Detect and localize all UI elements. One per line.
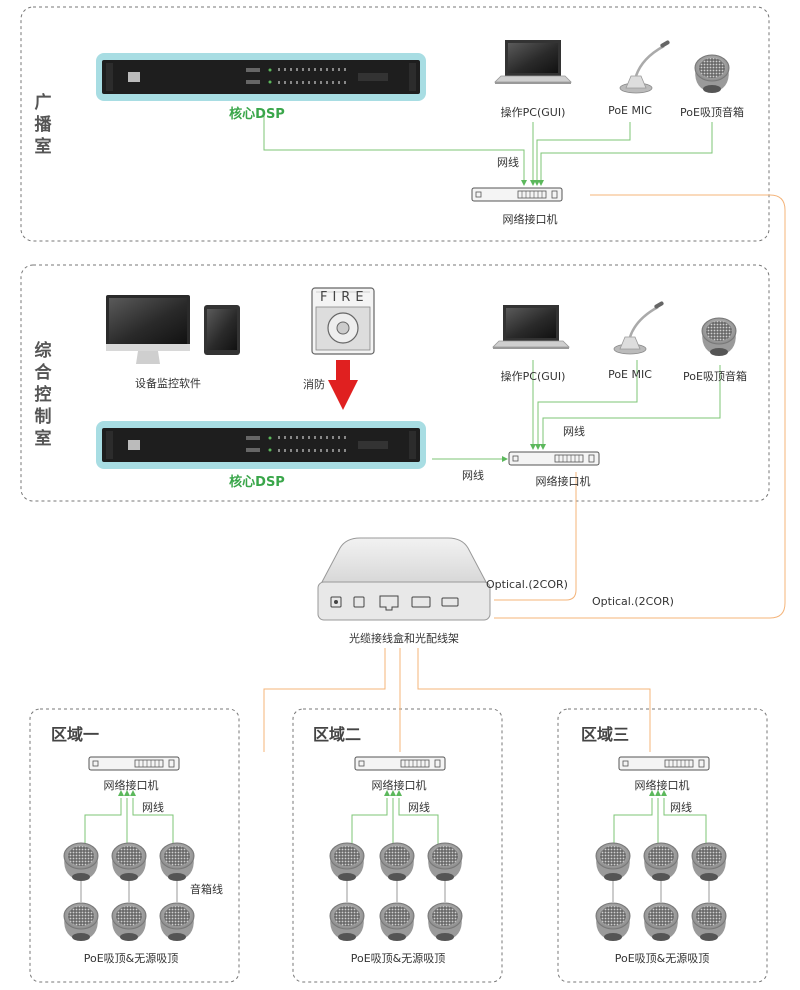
section-title-control: 综合控制室 [34, 341, 52, 449]
fiber-box-icon [317, 537, 491, 621]
switch-label-control: 网络接口机 [535, 475, 591, 488]
laptop-icon-broadcast [494, 39, 572, 85]
switch-icon-broadcast [471, 187, 563, 202]
speakers-label-zone-1: PoE吸顶&无源吸顶 [83, 952, 179, 965]
cable-label-broadcast: 网线 [497, 156, 519, 169]
switch-label-zone-1: 网络接口机 [103, 779, 159, 792]
cable-label-zone-3: 网线 [670, 801, 692, 814]
zone-title-1: 区域一 [51, 725, 100, 744]
zone-title-3: 区域三 [581, 725, 630, 744]
cable-label-control: 网线 [563, 425, 585, 438]
switch-icon-zone-2 [354, 756, 446, 771]
dsp-label-control: 核心DSP [229, 475, 285, 490]
monitor-software-label: 设备监控软件 [135, 377, 201, 390]
optical-label-left: Optical.(2COR) [486, 578, 568, 591]
microphone-icon-control [612, 299, 666, 356]
speakers-label-zone-2: PoE吸顶&无源吸顶 [350, 952, 446, 965]
fiber-box-label: 光缆接线盒和光配线架 [349, 632, 459, 645]
speaker-label-control: PoE吸顶音箱 [683, 370, 747, 383]
dsp-cable-label-control: 网线 [462, 469, 484, 482]
ceiling-speaker-icon-broadcast [694, 54, 730, 94]
monitor-icon [106, 295, 190, 364]
ceiling-speaker-icon-zone-2 [329, 842, 463, 942]
section-title-broadcast: 广播室 [34, 93, 52, 157]
speaker-label-broadcast: PoE吸顶音箱 [680, 106, 744, 119]
dsp-label-broadcast: 核心DSP [229, 107, 285, 122]
switch-label-broadcast: 网络接口机 [502, 213, 558, 226]
fire-label: 消防 [303, 378, 325, 391]
microphone-icon-broadcast [618, 38, 672, 95]
switch-label-zone-2: 网络接口机 [371, 779, 427, 792]
switch-icon-zone-1 [88, 756, 180, 771]
cable-label-zone-2: 网线 [408, 801, 430, 814]
fire-alarm-icon [311, 287, 375, 355]
mic-label-control: PoE MIC [608, 368, 652, 381]
fire-sign-text: FIRE [320, 290, 369, 305]
pc-label-control: 操作PC(GUI) [500, 370, 566, 383]
mic-label-broadcast: PoE MIC [608, 104, 652, 117]
ceiling-speaker-icon-control [701, 317, 737, 357]
tablet-icon [204, 305, 240, 355]
zone-title-2: 区域二 [313, 725, 362, 744]
laptop-icon-control [492, 304, 570, 350]
speaker-cable-label-zone-1: 音箱线 [190, 883, 223, 896]
switch-icon-zone-3 [618, 756, 710, 771]
fire-arrow-icon [328, 360, 358, 410]
dsp-unit-broadcast [96, 53, 426, 101]
optical-label-right: Optical.(2COR) [592, 595, 674, 608]
pc-label-broadcast: 操作PC(GUI) [500, 106, 566, 119]
switch-label-zone-3: 网络接口机 [634, 779, 690, 792]
cable-label-zone-1: 网线 [142, 801, 164, 814]
dsp-unit-control [96, 421, 426, 469]
switch-icon-control [508, 451, 600, 466]
speakers-label-zone-3: PoE吸顶&无源吸顶 [614, 952, 710, 965]
